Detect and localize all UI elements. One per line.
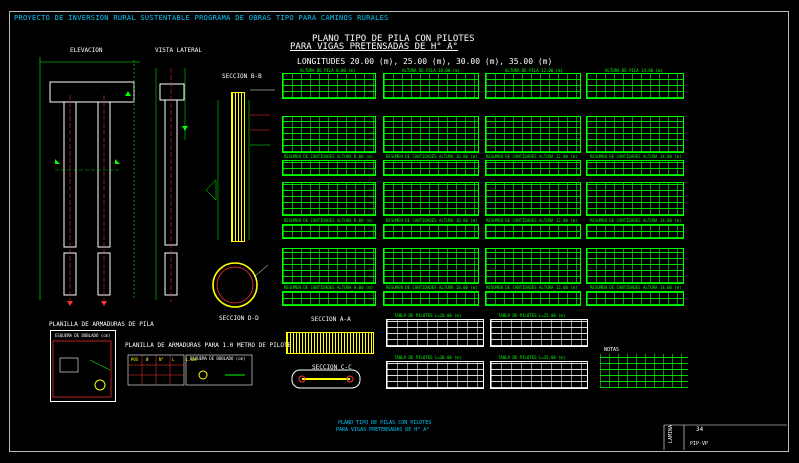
qty-table-r1c2 bbox=[383, 116, 479, 153]
pilotes-table-25 bbox=[490, 319, 588, 347]
pile-rebar-schedule-box bbox=[50, 330, 116, 402]
resumen-r1c4: RESUMEN DE CANTIDADES ALTURA 14.00 (m) bbox=[590, 154, 682, 159]
resumen-r3c1: RESUMEN DE CANTIDADES ALTURA 8.00 (m) bbox=[284, 285, 374, 290]
notes-body bbox=[600, 354, 688, 388]
sheet-code: PIP-VP bbox=[690, 441, 709, 447]
resumen-table-r1c4 bbox=[586, 160, 684, 176]
resumen-table-r2c4 bbox=[586, 224, 684, 239]
sheet-number: 34 bbox=[696, 426, 704, 433]
resumen-table-r3c1 bbox=[282, 291, 376, 306]
resumen-r2c4: RESUMEN DE CANTIDADES ALTURA 14.00 (m) bbox=[590, 218, 682, 223]
qty-table-r2c3 bbox=[485, 182, 581, 216]
bend-sketch2-title: ESQUEMA DE DOBLADO (cm) bbox=[190, 356, 246, 361]
resumen-table-r2c1 bbox=[282, 224, 376, 239]
bend-sketch-title: ESQUEMA DE DOBLADO (cm) bbox=[55, 333, 111, 338]
table-8 bbox=[282, 73, 376, 99]
qty-table-r3c4 bbox=[586, 248, 684, 284]
notes-title: NOTAS bbox=[604, 347, 620, 353]
resumen-r2c2: RESUMEN DE CANTIDADES ALTURA 10.00 (m) bbox=[386, 218, 478, 223]
resumen-table-r2c2 bbox=[383, 224, 479, 239]
sheet-label: LAMINA bbox=[668, 424, 674, 443]
table-12 bbox=[485, 73, 581, 99]
section-bb-label: SECCION B-B bbox=[222, 73, 262, 80]
qty-table-r1c1 bbox=[282, 116, 376, 153]
pilotes-table-35 bbox=[490, 361, 588, 389]
qty-table-r2c4 bbox=[586, 182, 684, 216]
section-dd-label: SECCION D-D bbox=[219, 315, 259, 322]
table-title-10: ALTURA DE PILA 10.00 (m) bbox=[402, 68, 460, 73]
qty-table-r3c2 bbox=[383, 248, 479, 284]
col-header-dia: Ø bbox=[146, 357, 149, 362]
pile-rebar-schedule-title: PLANILLA DE ARMADURAS DE PILA bbox=[49, 321, 154, 328]
pilotes-title-20: TABLA DE PILOTES L=20.00 (m) bbox=[394, 313, 462, 318]
resumen-r2c3: RESUMEN DE CANTIDADES ALTURA 12.00 (m) bbox=[486, 218, 578, 223]
main-title: PLANO TIPO DE PILA CON PILOTES bbox=[312, 34, 475, 44]
drawing-frame bbox=[9, 11, 789, 452]
table-14 bbox=[586, 73, 684, 99]
resumen-table-r3c4 bbox=[586, 291, 684, 306]
section-aa-label: SECCION A-A bbox=[311, 316, 351, 323]
resumen-table-r1c3 bbox=[485, 160, 581, 176]
pilotes-title-25: TABLA DE PILOTES L=25.00 (m) bbox=[498, 313, 566, 318]
qty-table-r2c2 bbox=[383, 182, 479, 216]
footer-title: PLANO TIPO DE PILAS CON PILOTES bbox=[338, 420, 432, 426]
resumen-r1c2: RESUMEN DE CANTIDADES ALTURA 10.00 (m) bbox=[386, 154, 478, 159]
pilotes-title-30: TABLA DE PILOTES L=30.00 (m) bbox=[394, 355, 462, 360]
table-title-8: ALTURA DE PILA 8.00 (m) bbox=[300, 68, 356, 73]
footer-subtitle: PARA VIGAS PRETENSADAS DE H° A° bbox=[336, 427, 430, 433]
qty-table-r3c1 bbox=[282, 248, 376, 284]
pilotes-table-20 bbox=[386, 319, 484, 347]
section-cc-label: SECCION C-C bbox=[312, 364, 352, 371]
qty-table-r1c4 bbox=[586, 116, 684, 153]
section-aa-rebar bbox=[286, 332, 374, 354]
resumen-r3c4: RESUMEN DE CANTIDADES ALTURA 14.00 (m) bbox=[590, 285, 682, 290]
pilotes-table-30 bbox=[386, 361, 484, 389]
lengths-line: LONGITUDES 20.00 (m), 25.00 (m), 30.00 (… bbox=[297, 57, 553, 66]
pilotes-title-35: TABLA DE PILOTES L=35.00 (m) bbox=[498, 355, 566, 360]
resumen-r1c3: RESUMEN DE CANTIDADES ALTURA 12.00 (m) bbox=[486, 154, 578, 159]
table-title-12: ALTURA DE PILA 12.00 (m) bbox=[505, 68, 563, 73]
resumen-r3c2: RESUMEN DE CANTIDADES ALTURA 10.00 (m) bbox=[386, 285, 478, 290]
elevation-label: ELEVACION bbox=[70, 47, 103, 54]
resumen-r1c1: RESUMEN DE CANTIDADES ALTURA 8.00 (m) bbox=[284, 154, 374, 159]
table-10 bbox=[383, 73, 479, 99]
resumen-table-r2c3 bbox=[485, 224, 581, 239]
qty-table-r3c3 bbox=[485, 248, 581, 284]
resumen-table-r1c1 bbox=[282, 160, 376, 176]
resumen-table-r3c3 bbox=[485, 291, 581, 306]
main-subtitle: PARA VIGAS PRETENSADAS DE H° A° bbox=[290, 42, 458, 52]
section-bb-rebar bbox=[231, 92, 245, 242]
resumen-r2c1: RESUMEN DE CANTIDADES ALTURA 8.00 (m) bbox=[284, 218, 374, 223]
qty-table-r1c3 bbox=[485, 116, 581, 153]
side-view-label: VISTA LATERAL bbox=[155, 47, 202, 54]
table-title-14: ALTURA DE PILA 14.00 (m) bbox=[605, 68, 663, 73]
resumen-r3c3: RESUMEN DE CANTIDADES ALTURA 12.00 (m) bbox=[486, 285, 578, 290]
col-header-lun: L.UN bbox=[186, 357, 196, 362]
per-meter-schedule-title: PLANILLA DE ARMADURAS PARA 1.0 METRO DE … bbox=[125, 342, 292, 349]
header-banner: PROYECTO DE INVERSION RURAL SUSTENTABLE … bbox=[14, 14, 389, 22]
col-header-l: L bbox=[172, 357, 175, 362]
resumen-table-r1c2 bbox=[383, 160, 479, 176]
col-header-n: N° bbox=[159, 357, 164, 362]
qty-table-r2c1 bbox=[282, 182, 376, 216]
col-header-pos: POS bbox=[131, 357, 139, 362]
resumen-table-r3c2 bbox=[383, 291, 479, 306]
